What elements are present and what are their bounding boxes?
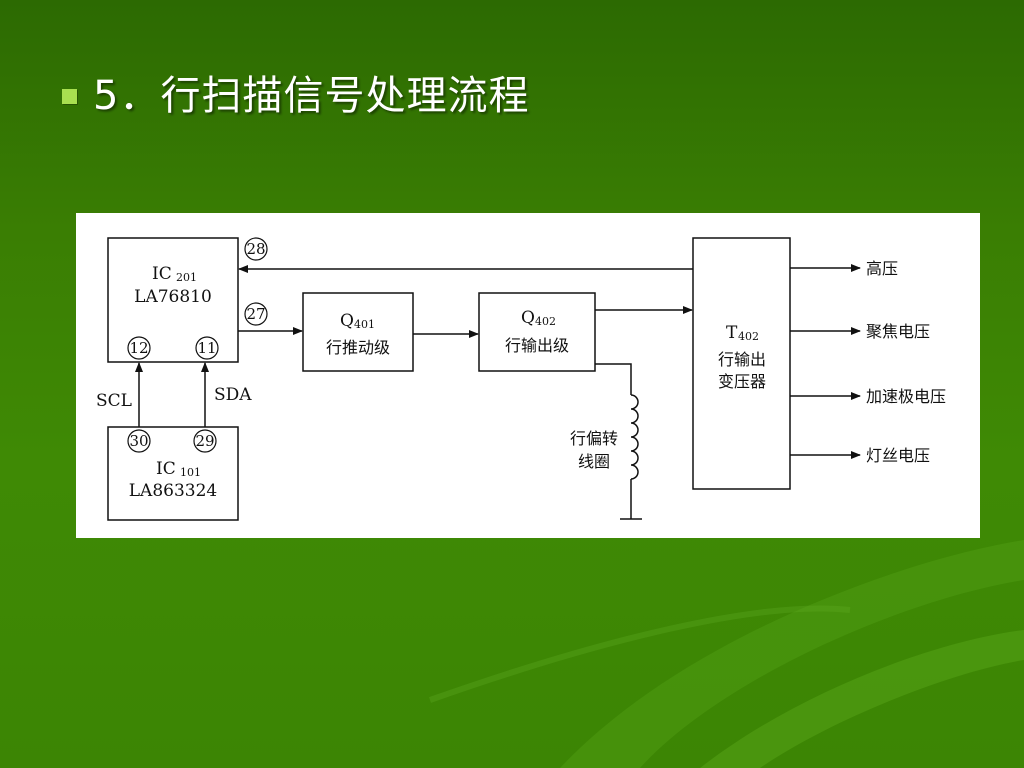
q401-name: Q: [340, 311, 354, 331]
q401-box: [302, 292, 414, 372]
diagram-panel: IC 201 LA76810 12 11 28 27 30 29 IC: [76, 213, 980, 538]
pin-27-label: 27: [246, 305, 265, 323]
t402-block: T 402 行输出 变压器: [692, 237, 791, 490]
pin-12-label: 12: [129, 339, 148, 357]
pin-30-circle: [127, 429, 151, 453]
q402-sub: 402: [535, 315, 556, 328]
q402-name: Q: [521, 308, 535, 328]
slide-title: 5．行扫描信号处理流程: [93, 73, 530, 119]
ic101-model: LA863324: [129, 481, 217, 501]
pin-27-circle: [244, 302, 268, 326]
q401-sub: 401: [354, 318, 375, 331]
title-row: 5．行扫描信号处理流程: [62, 68, 529, 124]
ic201-box: [107, 237, 239, 363]
coil-winding-icon: [630, 394, 639, 480]
t402-sub: 402: [738, 330, 759, 343]
q401-block: Q 401 行推动级: [302, 292, 414, 372]
coil-lead-top: [595, 363, 632, 395]
t402-name: T: [726, 323, 738, 343]
scl-label: SCL: [96, 391, 132, 411]
output-focus-voltage: 聚焦电压: [866, 322, 930, 341]
ic101-block: 30 29 IC 101 LA863324: [107, 426, 239, 521]
pin-28-circle: [244, 237, 268, 261]
pin-12-circle: [127, 336, 151, 360]
pin-29-label: 29: [195, 432, 214, 450]
ic201-name: IC: [152, 264, 172, 284]
ic101-name: IC: [156, 459, 176, 479]
pin-11-label: 11: [197, 339, 216, 357]
coil-label-line2: 线圈: [578, 452, 610, 471]
bullet-square-icon: [62, 88, 77, 104]
ic101-box: [107, 426, 239, 521]
q402-box: [478, 292, 596, 372]
sda-label: SDA: [214, 385, 252, 405]
deflection-coil: 行偏转 线圈: [570, 363, 642, 520]
q402-label: 行输出级: [505, 336, 569, 355]
t402-label-line2: 变压器: [718, 372, 766, 391]
ic201-sub: 201: [176, 271, 197, 284]
pin-30-label: 30: [129, 432, 148, 450]
ic201-model: LA76810: [134, 287, 212, 307]
output-high-voltage: 高压: [866, 259, 898, 278]
pin-11-circle: [195, 336, 219, 360]
pin-29-circle: [193, 429, 217, 453]
t402-label-line1: 行输出: [718, 350, 766, 369]
pin-28-label: 28: [246, 240, 265, 258]
t402-box: [692, 237, 791, 490]
output-accel-voltage: 加速极电压: [866, 387, 946, 406]
ic101-sub: 101: [180, 466, 201, 479]
q401-label: 行推动级: [326, 338, 390, 357]
signal-flow-diagram: IC 201 LA76810 12 11 28 27 30 29 IC: [96, 237, 946, 521]
q402-block: Q 402 行输出级: [478, 292, 596, 372]
output-filament-voltage: 灯丝电压: [866, 446, 930, 465]
coil-label-line1: 行偏转: [570, 429, 618, 448]
ic201-block: IC 201 LA76810 12 11: [107, 237, 239, 363]
